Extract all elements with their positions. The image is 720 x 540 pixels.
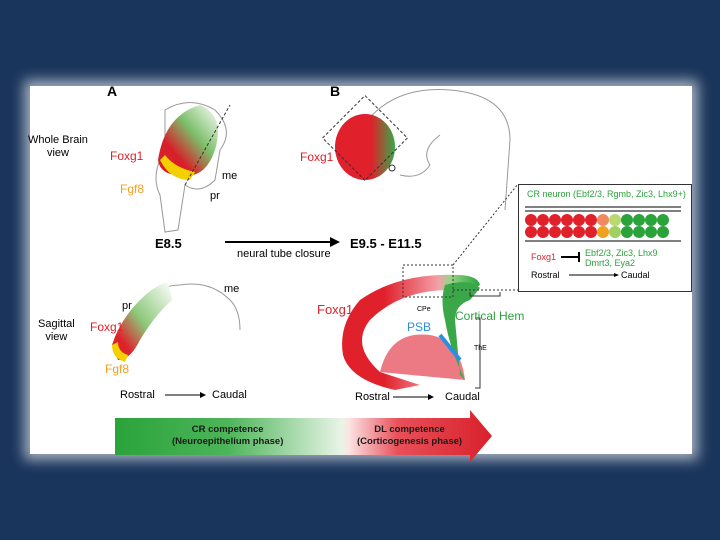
stage-e85: E8.5: [155, 236, 182, 251]
panel-label-b: B: [330, 83, 341, 99]
sb-cortical-hem-label: Cortical Hem: [455, 309, 525, 323]
e95-sagittal: [342, 183, 519, 390]
dl-line-2: (Corticogenesis phase): [357, 436, 463, 447]
targets-line-2: Dmrt3, Eya2: [585, 258, 636, 268]
sa-me-label: me: [224, 283, 240, 295]
inset-rostral: Rostral: [531, 270, 560, 280]
cr-neuron-inset: CR neuron (Ebf2/3, Rgmb, Zic3, Lhx9+) Fo…: [518, 184, 692, 292]
a-pr-label: pr: [210, 190, 220, 202]
e85-sagittal: [112, 282, 241, 362]
cr-line-1: CR competence: [191, 424, 264, 435]
sagittal-line-1: Sagittal: [38, 318, 75, 330]
sb-caudal: Caudal: [445, 391, 480, 403]
e85-whole-brain: [155, 102, 231, 233]
sa-caudal: Caudal: [212, 389, 247, 401]
panel-label-a: A: [107, 83, 118, 99]
a-fgf8-label: Fgf8: [120, 182, 145, 196]
sa-fgf8-label: Fgf8: [105, 362, 130, 376]
sa-pr-label: pr: [122, 300, 132, 312]
targets-line-1: Ebf2/3, Zic3, Lhx9: [585, 248, 658, 258]
e95-whole-brain: [321, 89, 511, 211]
whole-brain-line-2: view: [46, 147, 69, 159]
whole-brain-line-1: Whole Brain: [28, 134, 88, 146]
sb-foxg1-label: Foxg1: [317, 302, 354, 317]
dl-competence-label: DL competence(Corticogenesis phase): [357, 424, 462, 448]
b-foxg1-label: Foxg1: [300, 150, 334, 164]
a-me-label: me: [222, 170, 238, 182]
dl-line-1: DL competence: [374, 424, 445, 435]
sa-rostral: Rostral: [120, 389, 155, 401]
cell-rows: [525, 214, 669, 238]
competence-arrow: [115, 410, 492, 462]
neural-tube-closure-label: neural tube closure: [237, 248, 331, 260]
inset-foxg1: Foxg1: [531, 252, 557, 262]
stage-e95-e115: E9.5 - E11.5: [350, 236, 422, 251]
sa-foxg1-label: Foxg1: [90, 320, 124, 334]
a-foxg1-label: Foxg1: [110, 149, 144, 163]
inset-title: CR neuron (Ebf2/3, Rgmb, Zic3, Lhx9+): [527, 189, 686, 199]
sb-the-label: ThE: [474, 345, 487, 352]
sb-cpe-label: CPe: [417, 306, 431, 313]
cr-line-2: (Neuroepithelium phase): [172, 436, 284, 447]
sb-rostral: Rostral: [355, 391, 390, 403]
inset-caudal: Caudal: [621, 270, 650, 280]
sagittal-line-2: view: [45, 331, 68, 343]
cr-competence-label: CR competence(Neuroepithelium phase): [172, 424, 283, 448]
sb-psb-label: PSB: [407, 320, 432, 334]
